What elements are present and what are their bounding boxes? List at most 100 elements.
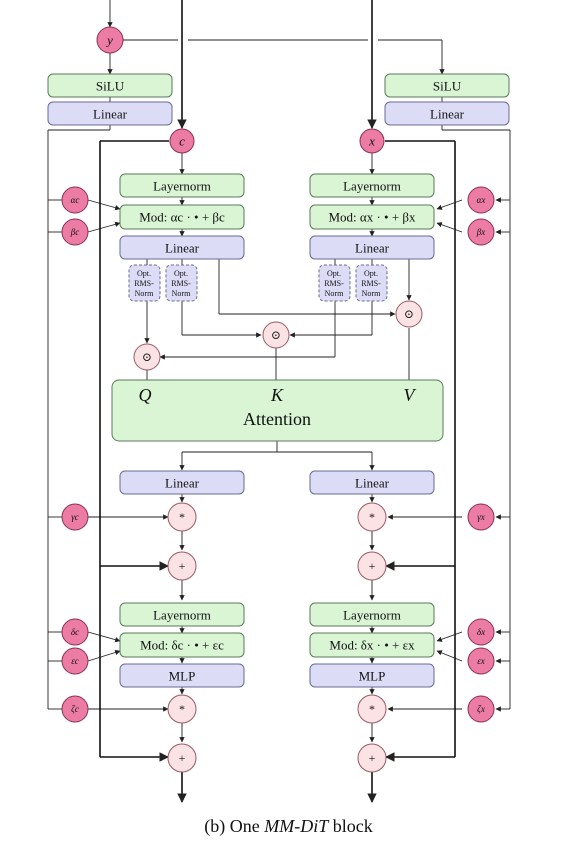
linear-c-out-label: Linear bbox=[165, 476, 200, 491]
rmsnorm-x-q-line3: Norm bbox=[325, 289, 344, 298]
linear-c-out: Linear bbox=[119, 470, 245, 495]
param-delta-c-label: δc bbox=[71, 627, 79, 637]
param-zeta-x-label: ζx bbox=[477, 704, 485, 714]
mod-x-attn: Mod: αx · • + βx bbox=[309, 204, 435, 230]
rmsnorm-x-k-line2: RMS- bbox=[361, 279, 381, 288]
param-eps-x: εx bbox=[467, 647, 495, 675]
add-c-mlp-symbol: + bbox=[179, 751, 186, 765]
attention-k-label: K bbox=[270, 385, 284, 405]
caption-title: MM-DiT bbox=[264, 816, 329, 836]
linear-c-qkv: Linear bbox=[119, 235, 245, 260]
rmsnorm-c-q-line1: Opt. bbox=[137, 269, 151, 278]
linear-cond-left: Linear bbox=[47, 101, 173, 126]
rmsnorm-c-k: Opt. RMS- Norm bbox=[165, 264, 198, 302]
mul-x-attn: * bbox=[357, 502, 387, 532]
input-x-label: x bbox=[368, 134, 375, 149]
layernorm-x-mlp-label: Layernorm bbox=[343, 608, 401, 623]
mul-c-attn: * bbox=[167, 502, 197, 532]
param-gamma-c-label: γc bbox=[71, 512, 79, 522]
rmsnorm-x-k-line3: Norm bbox=[362, 289, 381, 298]
hadamard-k-symbol: ⊙ bbox=[271, 328, 281, 342]
hadamard-q: ⊙ bbox=[133, 343, 161, 371]
layernorm-c-mlp: Layernorm bbox=[119, 602, 245, 627]
param-gamma-c: γc bbox=[61, 503, 89, 531]
rmsnorm-x-q: Opt. RMS- Norm bbox=[318, 264, 351, 302]
layernorm-x-mlp: Layernorm bbox=[309, 602, 435, 627]
silu-right: SiLU bbox=[384, 73, 510, 98]
param-delta-x: δx bbox=[467, 618, 495, 646]
linear-cond-left-label: Linear bbox=[93, 107, 128, 122]
attention-q-label: Q bbox=[139, 385, 152, 405]
mul-c-attn-symbol: * bbox=[179, 510, 185, 524]
param-delta-c: δc bbox=[61, 618, 89, 646]
rmsnorm-c-q-line3: Norm bbox=[135, 289, 154, 298]
mlp-x: MLP bbox=[309, 663, 435, 688]
param-delta-x-label: δx bbox=[477, 627, 485, 637]
mod-c-mlp-label: Mod: δc · • + εc bbox=[140, 638, 224, 653]
mod-c-attn-label: Mod: αc · • + βc bbox=[139, 210, 225, 225]
rmsnorm-x-q-line2: RMS- bbox=[324, 279, 344, 288]
param-beta-c: βc bbox=[61, 218, 89, 246]
silu-left-label: SiLU bbox=[96, 79, 125, 94]
layernorm-c-mlp-label: Layernorm bbox=[153, 608, 211, 623]
linear-x-out-label: Linear bbox=[355, 476, 390, 491]
add-x-attn: + bbox=[357, 551, 387, 581]
add-x-mlp: + bbox=[357, 743, 387, 773]
rmsnorm-x-q-line1: Opt. bbox=[327, 269, 341, 278]
rmsnorm-c-k-line3: Norm bbox=[172, 289, 191, 298]
mod-c-mlp: Mod: δc · • + εc bbox=[119, 632, 245, 658]
param-gamma-x: γx bbox=[467, 503, 495, 531]
param-beta-c-label: βc bbox=[70, 227, 79, 237]
param-alpha-x-label: αx bbox=[477, 195, 486, 205]
attention-block: Q K V Attention bbox=[111, 379, 444, 442]
linear-c-qkv-label: Linear bbox=[165, 241, 200, 256]
layernorm-x-attn: Layernorm bbox=[309, 173, 435, 198]
param-eps-c: εc bbox=[61, 647, 89, 675]
input-y: y bbox=[96, 26, 124, 54]
linear-cond-right-label: Linear bbox=[430, 107, 465, 122]
param-eps-c-label: εc bbox=[71, 656, 79, 666]
add-c-attn: + bbox=[167, 551, 197, 581]
rmsnorm-x-k: Opt. RMS- Norm bbox=[355, 264, 388, 302]
mul-x-attn-symbol: * bbox=[369, 510, 375, 524]
figure-caption: (b) One MM-DiT block bbox=[0, 816, 577, 837]
layernorm-c-attn-label: Layernorm bbox=[153, 179, 211, 194]
caption-suffix: block bbox=[328, 816, 373, 836]
param-zeta-x: ζx bbox=[467, 695, 495, 723]
param-beta-x: βx bbox=[467, 218, 495, 246]
mlp-x-label: MLP bbox=[359, 669, 386, 684]
attention-v-label: V bbox=[404, 385, 417, 405]
attention-label: Attention bbox=[243, 409, 311, 429]
layernorm-c-attn: Layernorm bbox=[119, 173, 245, 198]
param-eps-x-label: εx bbox=[477, 656, 485, 666]
mmdit-block-diagram: y c x SiLU Linear SiLU Linear Layernorm … bbox=[47, 0, 511, 803]
mul-c-mlp: * bbox=[167, 694, 197, 724]
mod-c-attn: Mod: αc · • + βc bbox=[119, 204, 245, 230]
hadamard-v-symbol: ⊙ bbox=[404, 307, 414, 321]
silu-left: SiLU bbox=[47, 73, 173, 98]
mod-x-mlp: Mod: δx · • + εx bbox=[309, 632, 435, 658]
layernorm-x-attn-label: Layernorm bbox=[343, 179, 401, 194]
param-gamma-x-label: γx bbox=[477, 512, 485, 522]
add-x-mlp-symbol: + bbox=[369, 751, 376, 765]
mul-x-mlp: * bbox=[357, 694, 387, 724]
linear-x-qkv: Linear bbox=[309, 235, 435, 260]
input-y-label: y bbox=[105, 33, 113, 48]
add-c-mlp: + bbox=[167, 743, 197, 773]
mul-x-mlp-symbol: * bbox=[369, 702, 375, 716]
param-alpha-x: αx bbox=[467, 186, 495, 214]
mod-x-mlp-label: Mod: δx · • + εx bbox=[329, 638, 415, 653]
mlp-c-label: MLP bbox=[169, 669, 196, 684]
param-zeta-c-label: ζc bbox=[71, 704, 79, 714]
silu-right-label: SiLU bbox=[433, 79, 462, 94]
connectors bbox=[47, 0, 511, 803]
param-zeta-c: ζc bbox=[61, 695, 89, 723]
input-c-label: c bbox=[179, 134, 185, 149]
rmsnorm-c-k-line1: Opt. bbox=[174, 269, 188, 278]
param-alpha-c-label: αc bbox=[71, 195, 80, 205]
hadamard-k: ⊙ bbox=[262, 321, 290, 349]
rmsnorm-x-k-line1: Opt. bbox=[364, 269, 378, 278]
hadamard-q-symbol: ⊙ bbox=[142, 350, 152, 364]
rmsnorm-c-q: Opt. RMS- Norm bbox=[128, 264, 161, 302]
param-alpha-c: αc bbox=[61, 186, 89, 214]
